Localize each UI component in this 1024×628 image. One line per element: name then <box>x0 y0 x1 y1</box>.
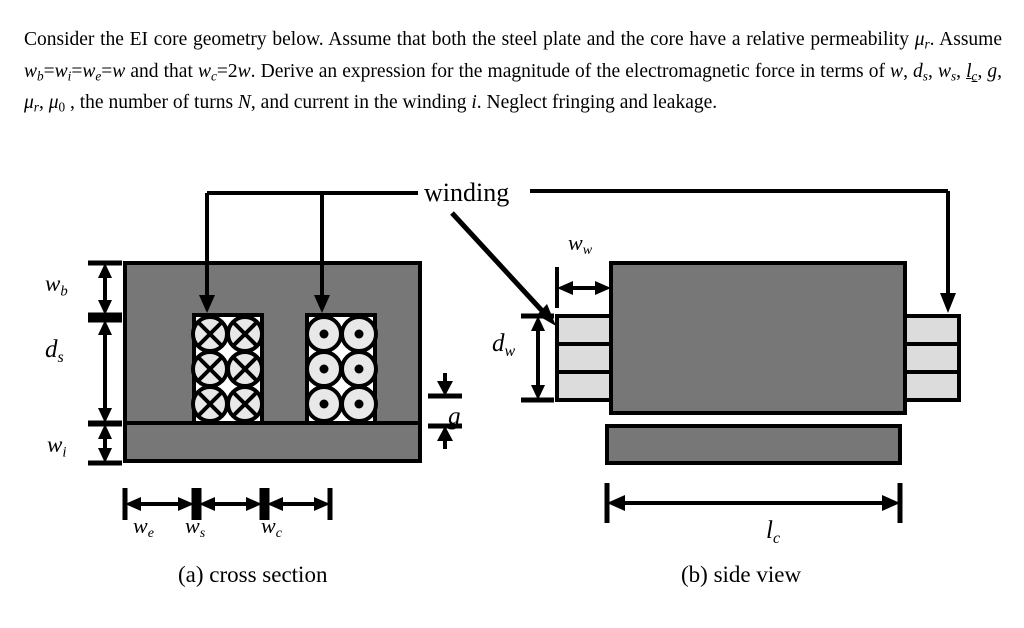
problem-line-4-lead: number of turns <box>108 92 238 114</box>
side-view-group <box>521 261 961 523</box>
symbol-i: i <box>471 92 477 114</box>
term-ds: d <box>913 60 923 82</box>
coil-cell <box>226 315 264 353</box>
label-ww: ww <box>568 230 593 259</box>
coil-cell <box>305 350 343 388</box>
term-mur: μ <box>24 92 34 114</box>
symbol-we-sub: e <box>95 68 102 84</box>
symbol-we: w <box>82 60 96 82</box>
label-dw: dw <box>492 330 516 360</box>
problem-line-2-e: . Derive an expression <box>250 60 426 82</box>
coil-right-out-of-page <box>305 315 378 423</box>
eq-3: = <box>101 60 113 82</box>
caption-side-view: (b) side view <box>681 562 802 587</box>
problem-paragraph: Consider the EI core geometry below. Ass… <box>24 29 1003 116</box>
dimension-ds <box>88 317 122 426</box>
winding-leader-lines <box>199 189 956 326</box>
term-ws-sub: s <box>950 68 957 84</box>
label-ds: ds <box>45 336 64 366</box>
coil-cell <box>305 385 343 423</box>
term-mu0-sub: 0 <box>58 100 66 116</box>
problem-line-4-b: , and current in the winding <box>250 92 472 114</box>
dimension-dw <box>521 313 554 403</box>
label-ws: ws <box>185 513 206 542</box>
coil-cell <box>191 350 229 388</box>
dimension-ws <box>196 488 265 520</box>
label-lc: lc <box>766 517 781 547</box>
symbol-N: N <box>237 92 251 114</box>
symbol-wi: w <box>54 60 68 82</box>
caption-cross-section: (a) cross section <box>178 562 328 587</box>
steel-plate-shape <box>123 421 422 463</box>
side-steel-plate-shape <box>605 424 902 465</box>
label-wc: wc <box>261 513 282 542</box>
winding-block <box>903 342 961 374</box>
label-we: we <box>133 513 154 542</box>
symbol-mu-sub-r: r <box>924 36 930 52</box>
symbol-wc: w <box>197 60 211 82</box>
symbol-mu: μ <box>914 29 925 50</box>
label-g: g <box>448 403 461 430</box>
coil-cell <box>340 315 378 353</box>
winding-block <box>903 314 961 346</box>
symbol-wc-sub: c <box>210 68 217 84</box>
problem-line-2-d: =2 <box>216 60 238 82</box>
symbol-wi-sub: i <box>67 68 72 84</box>
problem-line-4-c: . Neglect fringing and leakage. <box>476 92 718 114</box>
problem-statement: Consider the EI core geometry below. Ass… <box>24 26 1002 121</box>
term-ws: w <box>937 60 951 82</box>
term-lc: l <box>966 60 972 82</box>
winding-block <box>555 342 613 374</box>
term-mur-sub: r <box>33 100 39 116</box>
ei-core-figure <box>0 168 1024 628</box>
coil-left-into-page <box>191 315 264 423</box>
coil-cell <box>226 350 264 388</box>
label-wb: wb <box>45 271 68 300</box>
label-wi: wi <box>47 432 67 461</box>
symbol-wb: w <box>24 60 38 82</box>
symbol-w: w <box>112 60 126 82</box>
coil-cell <box>191 385 229 423</box>
dimension-wc <box>264 488 333 520</box>
coil-cell <box>226 385 264 423</box>
problem-line-2-c: and that <box>125 60 198 82</box>
term-w: w <box>890 60 904 82</box>
problem-line-1: Consider the EI core geometry below. Ass… <box>24 29 727 50</box>
winding-label: winding <box>424 178 510 207</box>
term-ds-sub: s <box>922 68 928 84</box>
coil-cell <box>340 350 378 388</box>
dimension-we <box>122 488 197 520</box>
side-core-shape <box>609 261 907 415</box>
dimension-g <box>428 373 462 449</box>
coil-cell <box>191 315 229 353</box>
problem-line-3-lead: for the magnitude of the electromagnetic… <box>430 60 891 82</box>
winding-block <box>555 314 613 346</box>
coil-cell <box>305 315 343 353</box>
eq-2: = <box>71 60 83 82</box>
side-winding-left <box>555 314 613 402</box>
eq-1: = <box>43 60 55 82</box>
symbol-wb-sub: b <box>37 68 44 84</box>
problem-line-2-b: . Assume <box>929 29 1002 50</box>
dimension-wi <box>88 421 122 466</box>
term-g: g <box>987 60 998 82</box>
side-winding-right <box>903 314 961 402</box>
dimension-ww <box>555 267 613 308</box>
winding-block <box>903 370 961 402</box>
dimension-lc <box>604 483 903 523</box>
term-lc-sub: c <box>971 68 978 84</box>
winding-block <box>555 370 613 402</box>
problem-line-2-lead: a relative permeability <box>731 29 915 50</box>
coil-cell <box>340 385 378 423</box>
term-mu0: μ <box>48 92 59 114</box>
dimension-wb <box>88 260 122 318</box>
e-core-shape <box>123 261 422 442</box>
cross-section-group <box>88 260 462 520</box>
symbol-w-2: w <box>237 60 251 82</box>
